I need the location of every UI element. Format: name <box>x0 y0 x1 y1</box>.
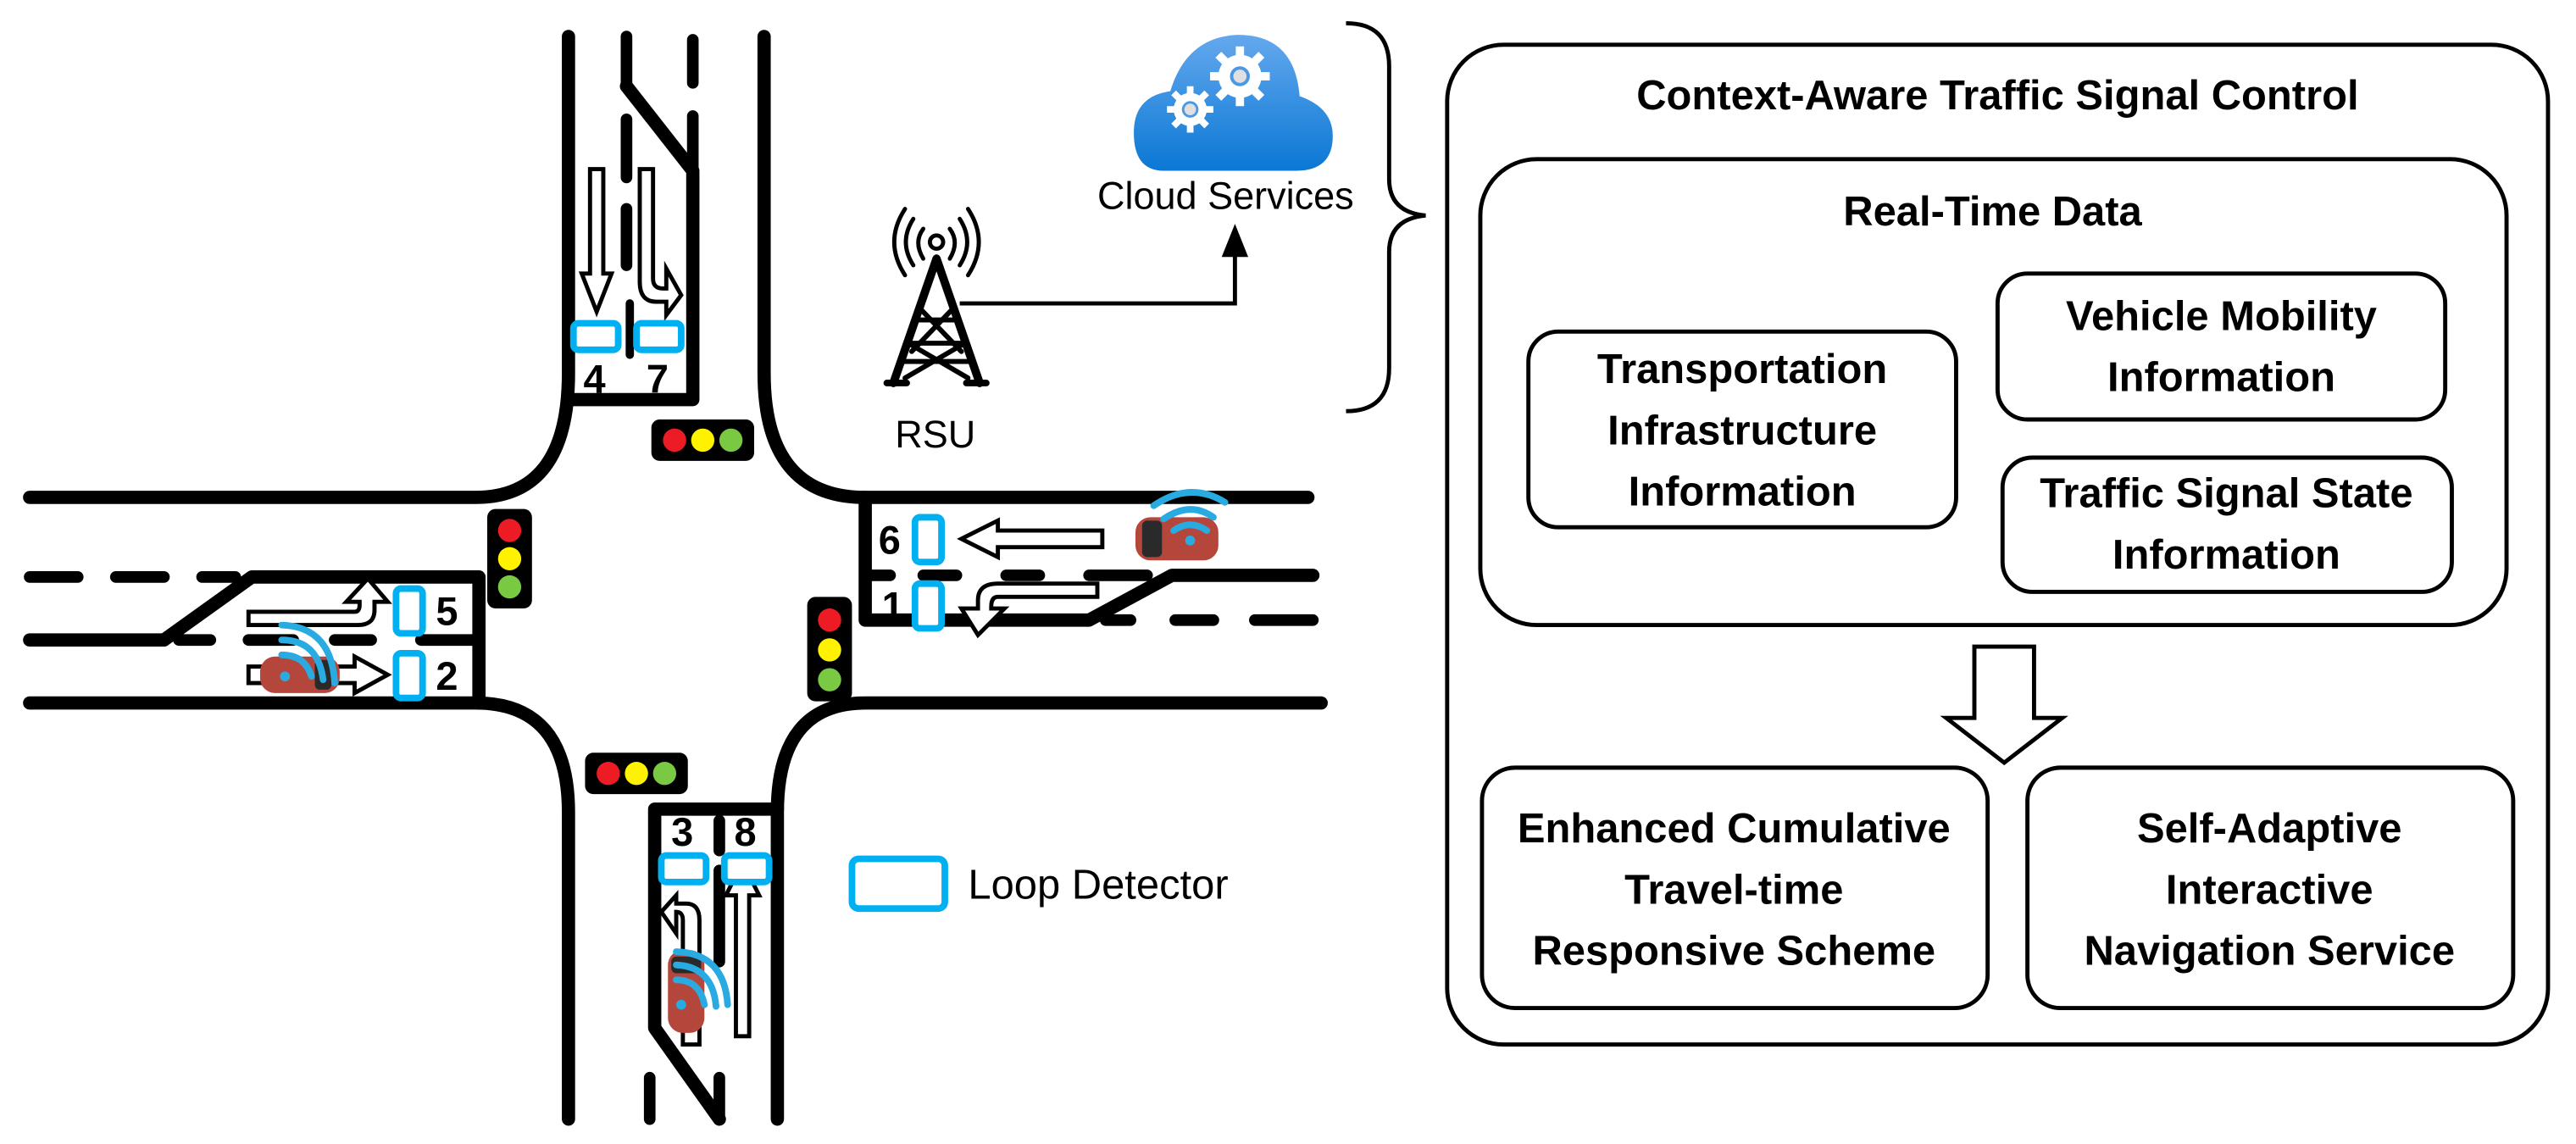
lane-number: 5 <box>436 589 458 634</box>
transportation-infrastructure-box: Transportation Infrastructure Informatio… <box>1526 329 1958 530</box>
arrow-straight-south-icon <box>578 167 615 318</box>
panel-title: Context-Aware Traffic Signal Control <box>1636 73 2358 119</box>
legend-label: Loop Detector <box>968 862 1228 908</box>
svg-text:Responsive Scheme: Responsive Scheme <box>1532 929 1935 975</box>
context-aware-panel: Context-Aware Traffic Signal Control Rea… <box>1445 42 2551 1047</box>
curly-brace <box>1346 20 1426 414</box>
svg-text:Interactive: Interactive <box>2166 867 2373 913</box>
traffic-light-south <box>585 752 688 795</box>
svg-text:Enhanced Cumulative: Enhanced Cumulative <box>1518 806 1951 852</box>
loop-detector-legend-icon <box>848 855 948 913</box>
arrow-right-turn-icon <box>637 167 684 322</box>
svg-text:Self-Adaptive: Self-Adaptive <box>2137 806 2402 852</box>
rsu-label: RSU <box>895 413 975 456</box>
intersection-roads <box>23 30 1328 1126</box>
traffic-light-north <box>651 419 754 461</box>
lane-arrows <box>246 167 1105 1047</box>
self-adaptive-navigation-box: Self-Adaptive Interactive Navigation Ser… <box>2025 765 2516 1011</box>
lane-number: 8 <box>735 809 757 854</box>
vehicle-mobility-box: Vehicle Mobility Information <box>1995 271 2448 422</box>
wifi-icon <box>673 948 731 1010</box>
traffic-light-east <box>807 597 852 702</box>
lane-number: 1 <box>882 584 904 629</box>
arrow-straight-north-icon <box>722 857 763 1039</box>
realtime-data-box: Real-Time Data Transportation Infrastruc… <box>1478 157 2509 628</box>
lane-number: 2 <box>436 653 458 698</box>
arrow-turn-down-icon <box>958 581 1100 639</box>
wifi-icon <box>278 621 338 686</box>
arrow-straight-west-icon <box>957 517 1105 561</box>
traffic-light-west <box>487 508 532 609</box>
lane-number: 7 <box>647 357 669 402</box>
up-arrowhead-icon <box>1221 224 1249 258</box>
svg-text:Transportation: Transportation <box>1597 347 1887 392</box>
enhanced-cumulative-box: Enhanced Cumulative Travel-time Responsi… <box>1480 765 1990 1011</box>
lane-numbers: 4 7 3 8 5 2 6 1 <box>436 357 903 854</box>
loop-detector-7 <box>633 319 685 353</box>
cloud-services-label: Cloud Services <box>1097 175 1354 218</box>
rsu-tower-icon <box>883 207 990 387</box>
loop-detector-1 <box>911 580 945 632</box>
loop-detectors <box>392 319 945 886</box>
lane-number: 6 <box>879 517 901 562</box>
svg-text:Navigation Service: Navigation Service <box>2084 929 2455 975</box>
lane-number: 3 <box>671 809 693 854</box>
legend: Loop Detector <box>848 855 1229 913</box>
connected-vehicle-east <box>1135 489 1229 561</box>
svg-text:Vehicle Mobility: Vehicle Mobility <box>2066 293 2377 339</box>
down-arrow-icon <box>1940 644 2068 766</box>
gear-icon <box>1167 86 1213 133</box>
traffic-signal-state-box: Traffic Signal State Information <box>2000 455 2454 594</box>
lane-number: 4 <box>583 357 605 402</box>
loop-detector-2 <box>392 649 426 702</box>
gear-icon <box>1210 46 1270 107</box>
svg-text:Travel-time: Travel-time <box>1624 867 1843 913</box>
svg-text:Information: Information <box>2112 532 2340 578</box>
svg-text:Infrastructure: Infrastructure <box>1607 408 1877 453</box>
loop-detector-3 <box>658 852 710 886</box>
realtime-title: Real-Time Data <box>1843 189 2142 235</box>
loop-detector-5 <box>392 585 426 637</box>
wifi-icon <box>1150 489 1229 534</box>
svg-text:Traffic Signal State: Traffic Signal State <box>2040 471 2412 517</box>
rsu-cloud-connector <box>959 252 1237 306</box>
loop-detector-4 <box>569 319 622 353</box>
loop-detector-6 <box>911 514 945 566</box>
arrow-turn-left-up-icon <box>246 575 392 628</box>
connected-vehicle-south <box>668 948 731 1033</box>
loop-detector-8 <box>720 852 773 886</box>
svg-text:Information: Information <box>2107 355 2335 401</box>
svg-text:Information: Information <box>1629 469 1857 515</box>
cloud-services-icon <box>1134 35 1333 171</box>
connected-vehicle-west <box>259 621 340 693</box>
